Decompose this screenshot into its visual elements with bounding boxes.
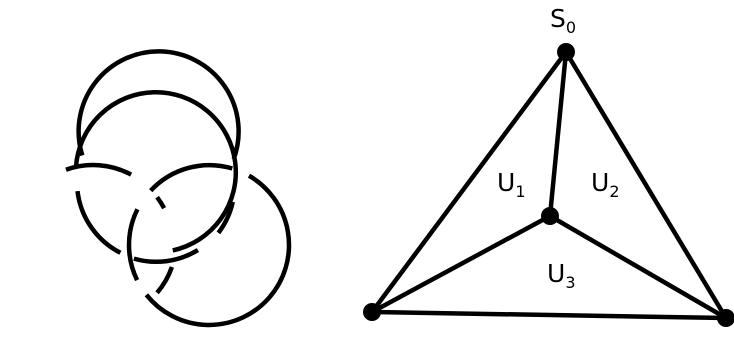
bottom-left-ring: [65, 90, 239, 295]
label-u2: U2: [591, 168, 620, 201]
vertex-center: [541, 207, 559, 225]
label-s0: S0: [550, 4, 576, 37]
top-ring: [75, 49, 241, 265]
vertex-s0: [557, 43, 575, 61]
edge-s0-center: [547, 49, 569, 219]
edge-s0-left: [369, 49, 569, 315]
label-u3: U3: [547, 259, 576, 292]
borromean-rings: [65, 49, 292, 328]
bottom-right-ring: [126, 162, 292, 328]
vertex-right: [717, 309, 734, 327]
vertex-left: [363, 303, 381, 321]
triangle-graph: [363, 43, 734, 327]
label-u1: U1: [497, 168, 526, 201]
edge-left-right: [369, 309, 729, 321]
edge-center-left: [369, 213, 553, 315]
edge-center-right: [547, 213, 729, 321]
edge-s0-right: [563, 49, 729, 321]
